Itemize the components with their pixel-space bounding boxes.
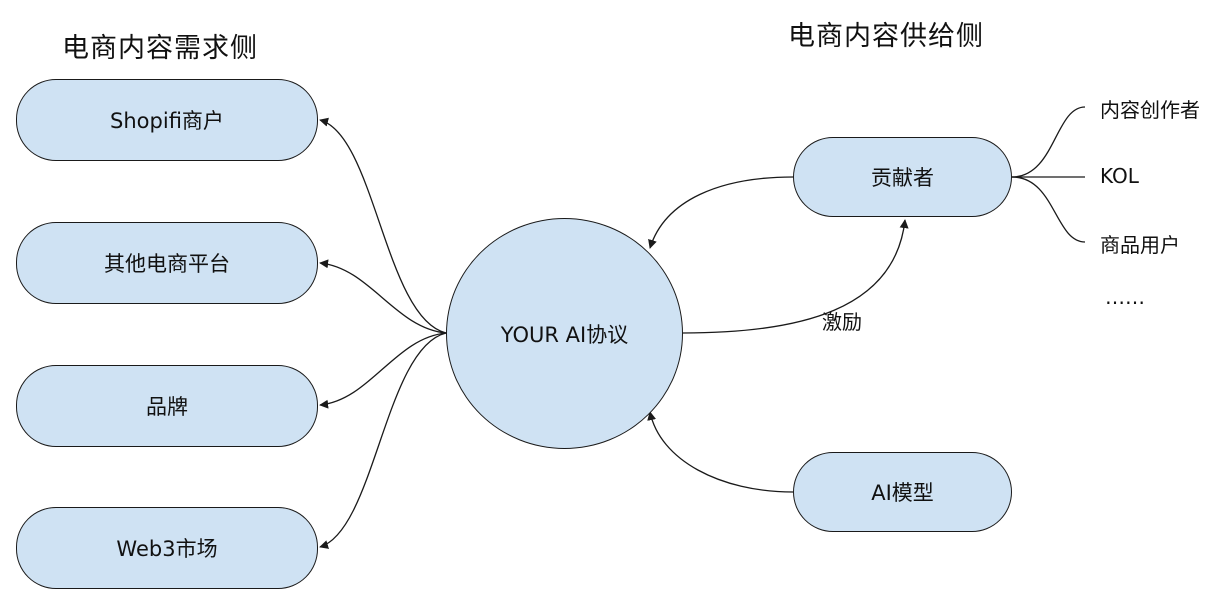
incentive-label: 激励 [822,310,862,334]
arrow-center-to-web3-market [319,332,447,549]
demand-node-web3-market: Web3市场 [16,507,318,589]
demand-node-shopifi-merchant: Shopifi商户 [16,79,318,161]
center-node-protocol: YOUR AI协议 [446,218,683,449]
arrow-contributor-to-center [648,176,794,249]
arrow-incentive-to-contributor [682,219,909,334]
supply-side-heading: 电商内容供给侧 [788,21,984,52]
demand-node-other-platforms: 其他电商平台 [16,222,318,304]
arrow-center-to-shopifi [319,117,447,334]
contributor-type-kol: KOL [1100,164,1139,188]
contributor-type-product-users: 商品用户 [1100,233,1180,257]
supply-node-ai-model: AI模型 [793,452,1012,532]
arrow-center-to-brand [319,332,447,409]
line-to-product-users [1011,176,1086,243]
demand-side-heading: 电商内容需求侧 [62,33,258,64]
line-to-content-creator [1011,106,1086,178]
supply-node-contributor: 贡献者 [793,137,1012,217]
arrow-center-to-other-platforms [319,259,447,334]
arrow-ai-model-to-center [647,411,794,493]
demand-node-brand: 品牌 [16,365,318,447]
contributor-type-content-creator: 内容创作者 [1100,98,1200,122]
contributor-type-more: …… [1105,285,1145,309]
